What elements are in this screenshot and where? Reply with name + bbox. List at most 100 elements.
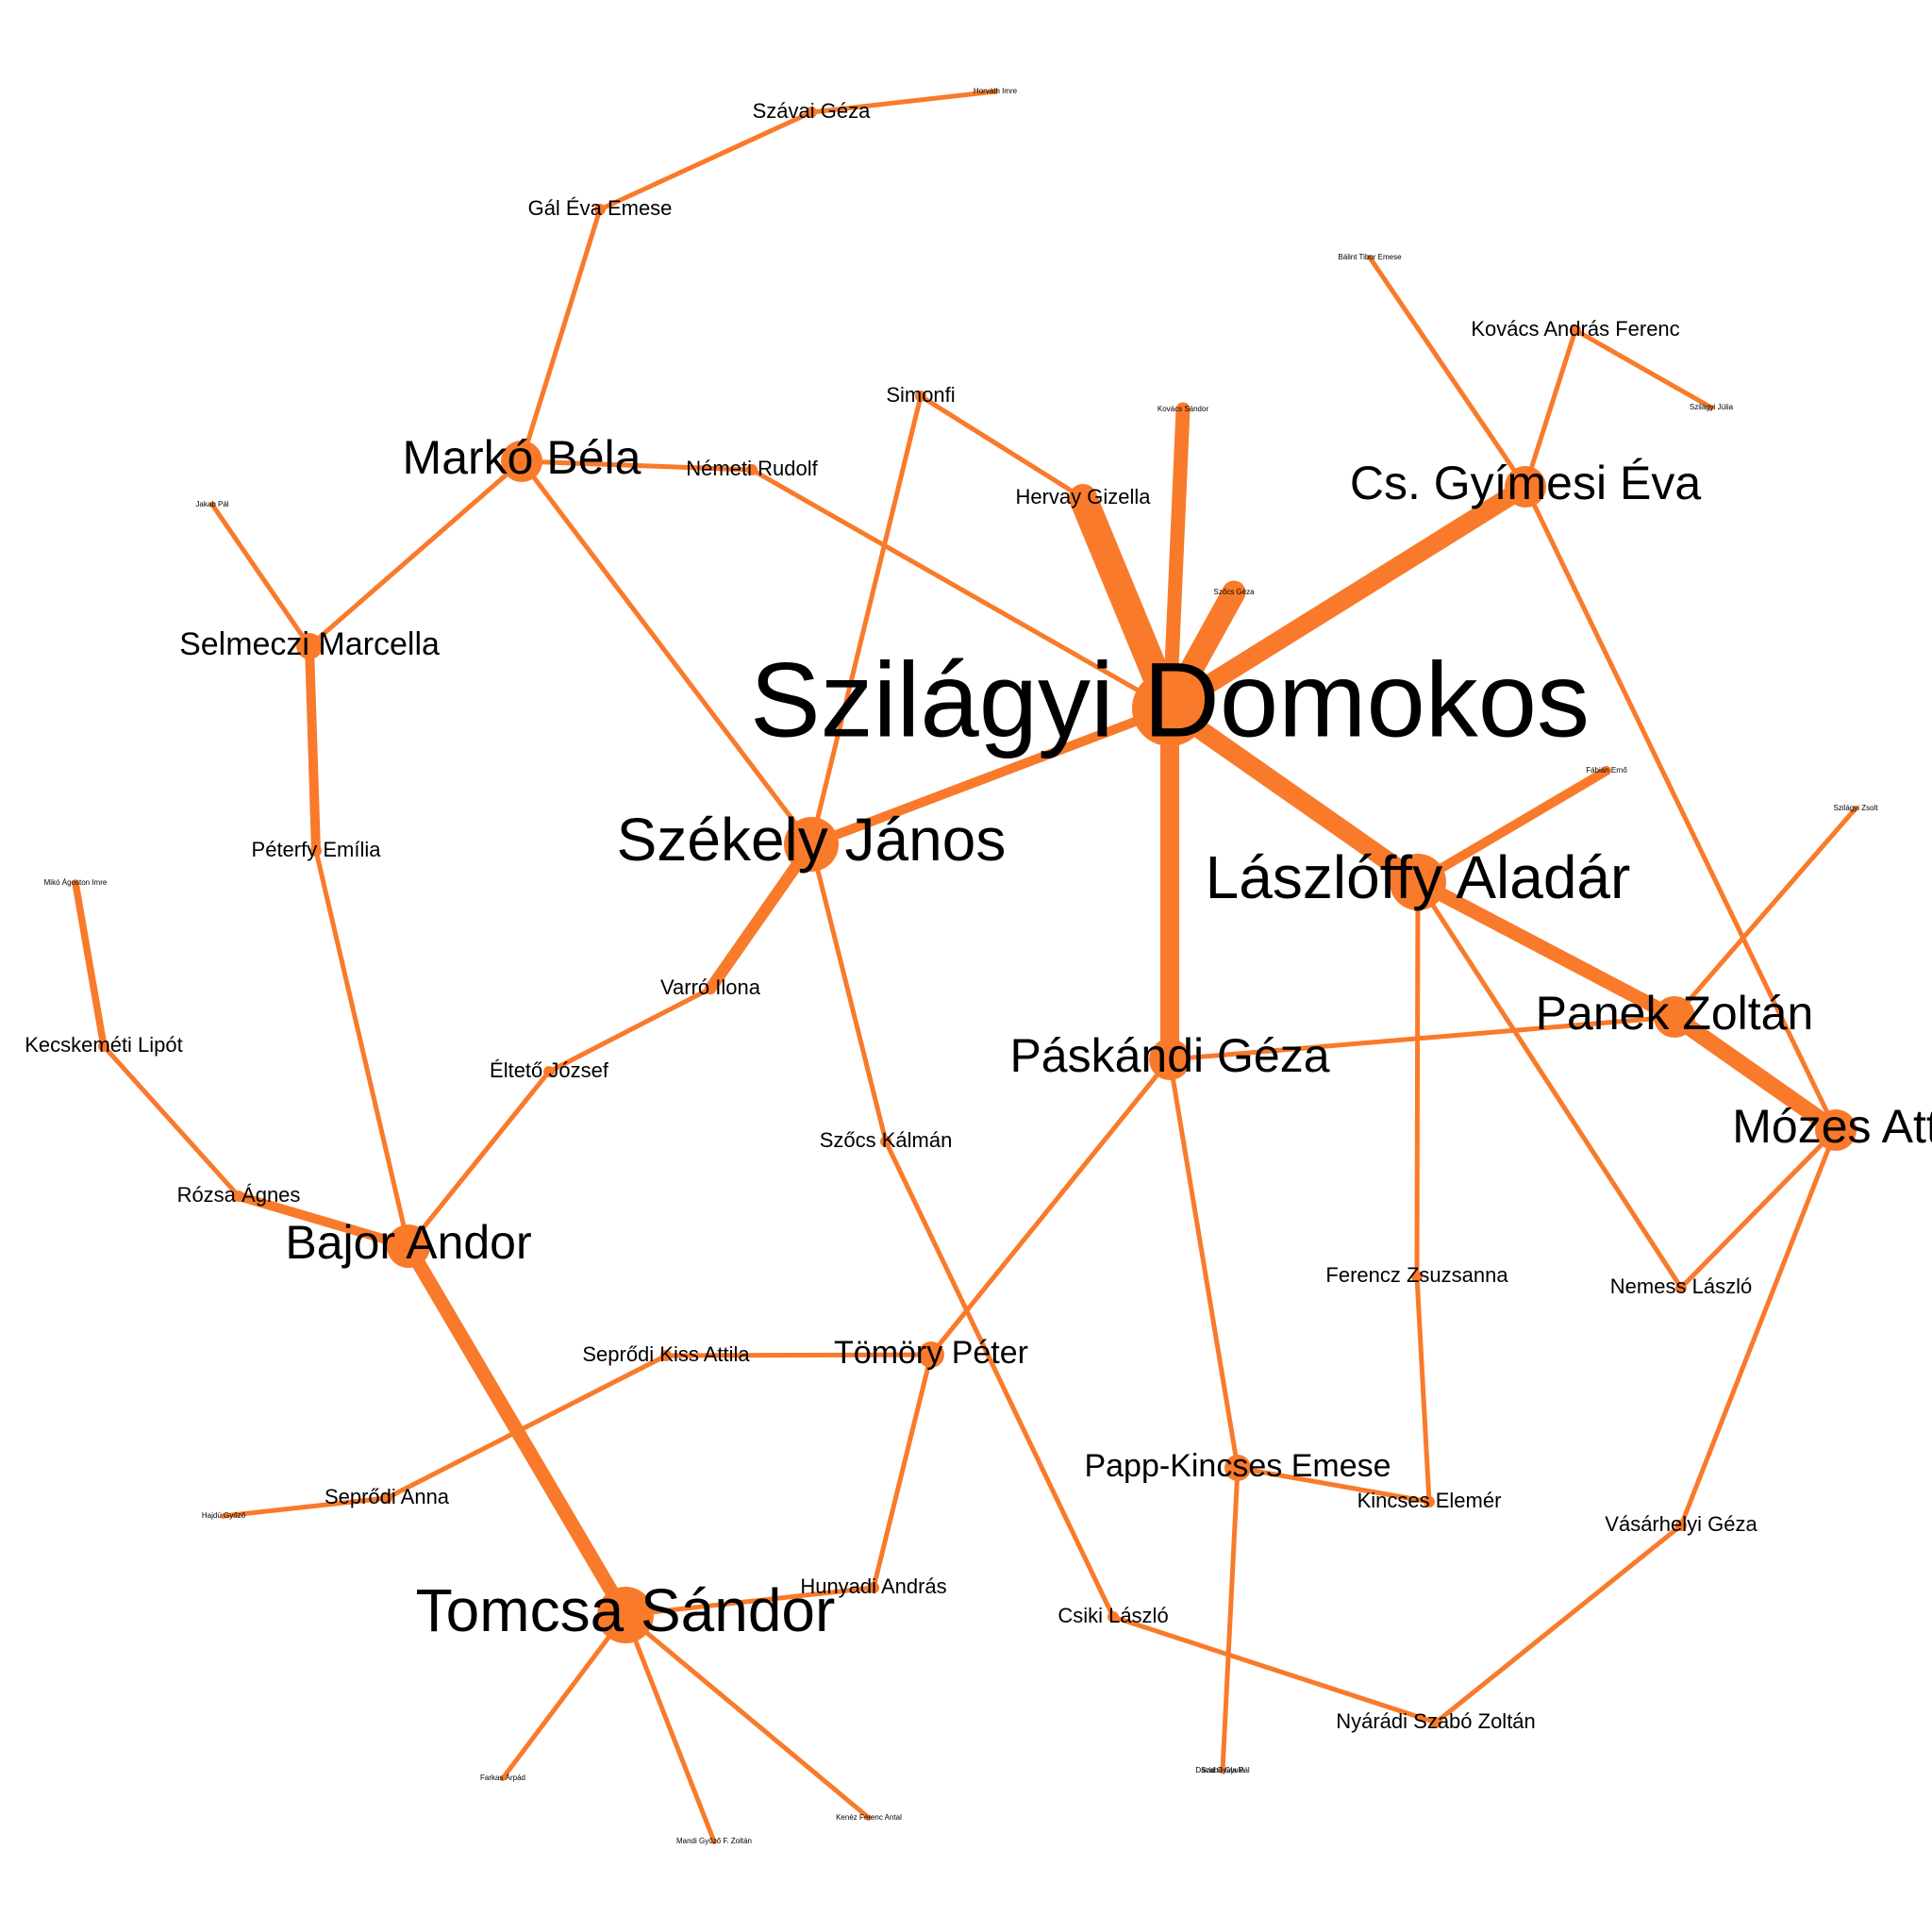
node-label-kincses: Kincses Elemér (1357, 1489, 1502, 1512)
node-tomcsa[interactable] (597, 1587, 654, 1643)
node-label-s10: Mikó Ágoston Imre (44, 878, 108, 887)
node-laszloffy[interactable] (1390, 854, 1446, 910)
node-marko[interactable] (501, 441, 542, 482)
node-label-peterfy: Péterfy Emília (252, 838, 382, 861)
edge-tomcsa-hunyadi (623, 1585, 876, 1618)
edge-tomory-sepkiss (663, 1352, 934, 1358)
node-label-s12: Farkas Árpád (480, 1774, 525, 1782)
node-s1[interactable] (992, 89, 998, 94)
node-label-szavai: Szávai Géza (753, 99, 871, 123)
node-vasarhelyi[interactable] (1675, 1520, 1687, 1531)
node-label-s1: Horváth Imre (974, 87, 1018, 95)
node-hunyadi[interactable] (868, 1582, 879, 1593)
node-label-vasarhelyi: Vásárhelyi Géza (1605, 1512, 1757, 1536)
edge-papp-kincses (1235, 1465, 1432, 1505)
edge-marko-selmeczi (307, 458, 525, 649)
node-label-selmeczi: Selmeczi Marcella (179, 626, 440, 662)
node-label-s8: Szabó Gyula (1201, 1766, 1244, 1774)
edge-selmeczi-peterfy (305, 641, 321, 856)
node-s4[interactable] (1231, 590, 1237, 595)
node-nemeti[interactable] (746, 464, 758, 475)
node-s6[interactable] (1604, 768, 1609, 774)
node-label-elteto: Éltető József (490, 1058, 609, 1082)
node-s3[interactable] (1180, 407, 1186, 412)
edge-tomcsa-s14 (623, 1612, 872, 1821)
edge-szilagyi-gymesi (1160, 477, 1535, 718)
edge-laszloffy-s6 (1413, 766, 1611, 887)
node-s9[interactable] (209, 502, 215, 508)
node-csiki[interactable] (1108, 1611, 1119, 1623)
edge-tomcsa-s12 (500, 1612, 628, 1781)
node-kecskemeti[interactable] (98, 1041, 109, 1052)
node-s12[interactable] (500, 1775, 506, 1781)
node-szavai[interactable] (806, 107, 817, 118)
edge-szilagyi-s3 (1162, 402, 1191, 716)
node-rozsa[interactable] (233, 1191, 244, 1202)
node-s5[interactable] (1708, 405, 1714, 410)
node-label-csiki: Csiki László (1058, 1604, 1168, 1627)
edge-szavai-s1 (808, 89, 998, 115)
node-paskandi[interactable] (1149, 1039, 1191, 1080)
node-nemess[interactable] (1675, 1282, 1687, 1293)
edge-szocs-csiki (883, 1139, 1116, 1620)
node-elteto[interactable] (543, 1066, 555, 1077)
node-nyaradi[interactable] (1430, 1717, 1441, 1728)
node-label-mozes: Mózes Att (1732, 1100, 1932, 1153)
node-bajor[interactable] (387, 1224, 430, 1268)
node-panek[interactable] (1654, 996, 1695, 1038)
node-sepanna[interactable] (381, 1492, 392, 1504)
node-label-marko: Markó Béla (403, 431, 641, 484)
node-label-s7: Szilágyi Zsolt (1833, 804, 1878, 812)
node-s11[interactable] (221, 1513, 226, 1519)
node-szilagyi[interactable] (1132, 671, 1208, 746)
node-label-kovacs: Kovács András Ferenc (1471, 317, 1679, 341)
node-kovacs[interactable] (1570, 325, 1581, 336)
node-sepkiss[interactable] (660, 1350, 672, 1361)
edge-panek-mozes (1666, 1008, 1844, 1139)
node-label-szocs: Szőcs Kálmán (820, 1128, 953, 1152)
node-label-s15: Dávid Gyula Pál (1195, 1766, 1250, 1774)
node-varro[interactable] (705, 983, 716, 994)
node-label-hervay: Hervay Gizella (1015, 485, 1151, 508)
node-s2[interactable] (1367, 255, 1373, 260)
edge-laszloffy-panek (1410, 874, 1682, 1024)
node-selmeczi[interactable] (296, 633, 323, 659)
node-gal[interactable] (594, 204, 606, 215)
edge-laszloffy-nemess (1415, 879, 1684, 1291)
node-szekely[interactable] (784, 817, 839, 872)
node-simonfi[interactable] (915, 391, 926, 402)
edge-rozsa-bajor (234, 1191, 413, 1251)
node-s7[interactable] (1853, 806, 1858, 811)
node-ferencz[interactable] (1411, 1271, 1423, 1282)
node-s13[interactable] (711, 1839, 717, 1844)
edge-gymesi-s2 (1367, 255, 1528, 490)
node-kincses[interactable] (1424, 1496, 1435, 1507)
node-label-s14: Kenéz Ferenc Antal (836, 1813, 902, 1822)
node-peterfy[interactable] (310, 845, 322, 857)
node-label-s9: Jakab Pál (195, 500, 228, 508)
edge-hunyadi-tomory (871, 1352, 934, 1591)
node-szocs[interactable] (880, 1136, 891, 1147)
node-s15[interactable] (1220, 1768, 1225, 1774)
edge-tomory-paskandi (928, 1057, 1173, 1357)
node-label-varro: Varró Ilona (660, 975, 761, 999)
node-tomory[interactable] (918, 1341, 944, 1368)
node-s14[interactable] (866, 1815, 872, 1821)
node-s10[interactable] (73, 880, 78, 886)
edge-vasarhelyi-nyaradi (1433, 1523, 1684, 1725)
node-label-tomory: Tömöry Péter (834, 1335, 1028, 1371)
node-label-simonfi: Simonfi (886, 383, 955, 407)
edge-szilagyi-szekely (807, 704, 1174, 849)
edge-gymesi-kovacs (1523, 327, 1578, 490)
node-label-s4: Szőcs Géza (1213, 588, 1255, 596)
node-label-szilagyi: Szilágyi Domokos (750, 641, 1590, 759)
node-hervay[interactable] (1077, 492, 1089, 504)
edge-marko-gal (519, 207, 603, 464)
node-gymesi[interactable] (1505, 466, 1546, 508)
node-papp[interactable] (1224, 1455, 1251, 1481)
node-label-gymesi: Cs. Gyímesi Éva (1350, 457, 1701, 509)
node-mozes[interactable] (1815, 1109, 1857, 1151)
edge-kincses-ferencz (1414, 1274, 1432, 1505)
